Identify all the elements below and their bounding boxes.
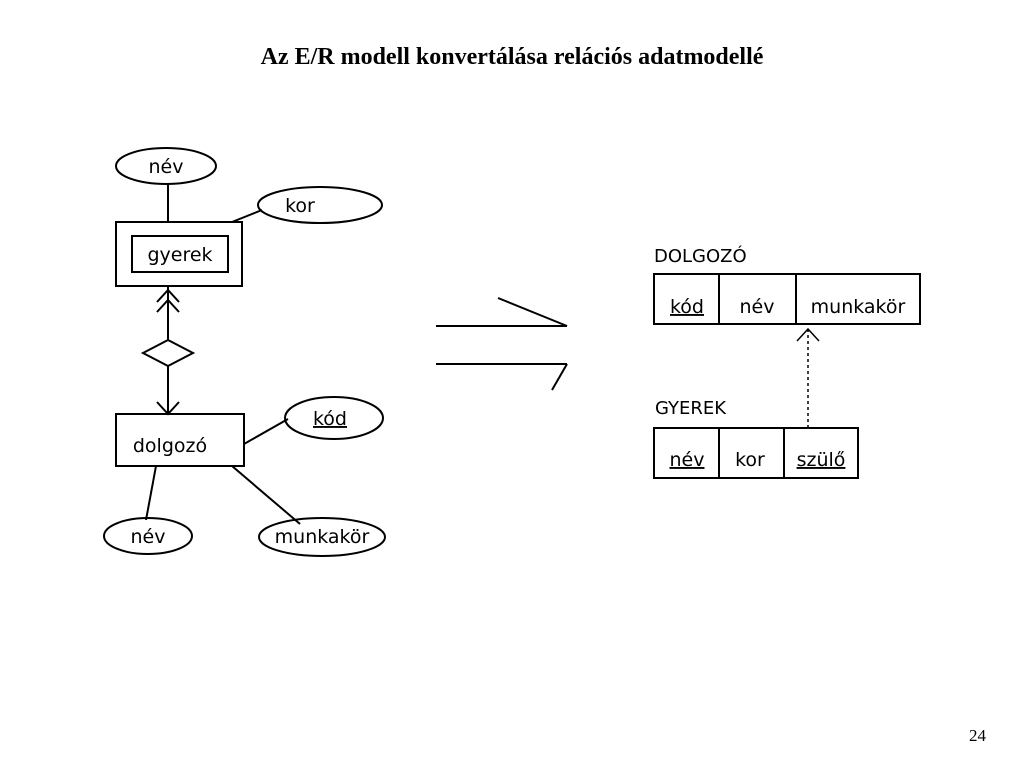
table-gyerek (653, 427, 859, 479)
column-nev-key: név (670, 449, 705, 471)
employee-attribute-nev: név (131, 526, 166, 548)
connector-line (145, 465, 157, 521)
connector-line (243, 418, 289, 445)
attribute-ellipse (284, 396, 384, 440)
attribute-ellipse (103, 517, 193, 555)
double-arrowhead-icon (156, 298, 180, 313)
attribute-ellipse (258, 517, 386, 557)
column-kod: kód (670, 296, 704, 318)
entity-label: dolgozó (133, 435, 207, 457)
attribute-ellipse (115, 147, 217, 185)
er-diagram (103, 147, 386, 557)
connector-line (231, 465, 301, 525)
slide-title: Az E/R modell konvertálása relációs adat… (260, 44, 764, 70)
double-arrowhead-icon (156, 288, 180, 303)
relationship-diamond (140, 338, 196, 368)
page-number: 24 (969, 726, 986, 745)
table-dolgozo (653, 273, 921, 325)
column-kor: kor (735, 449, 765, 471)
child-attribute-nev: név (149, 156, 184, 178)
weak-entity-inner-box (131, 235, 229, 273)
foreign-key-arrowhead-icon (796, 327, 820, 342)
weak-entity-outer-box (115, 221, 243, 287)
column-munkakor: munkakör (811, 296, 906, 318)
employee-attribute-munkakor: munkakör (275, 526, 370, 548)
column-nev: név (740, 296, 775, 318)
entity-box (115, 413, 245, 467)
employee-key-attribute: kód (313, 408, 347, 430)
relational-model: DOLGOZÓ kód név munkakör GYEREK név kor … (653, 245, 921, 479)
table-name-dolgozo: DOLGOZÓ (654, 245, 747, 267)
weak-entity-label: gyerek (147, 244, 212, 266)
child-attribute-kor: kor (285, 195, 315, 217)
column-szulo: szülő (797, 449, 846, 471)
table-name-gyerek: GYEREK (655, 398, 727, 419)
conversion-arrow-icon (436, 297, 568, 391)
connector-line (231, 209, 263, 223)
attribute-ellipse (257, 186, 383, 224)
